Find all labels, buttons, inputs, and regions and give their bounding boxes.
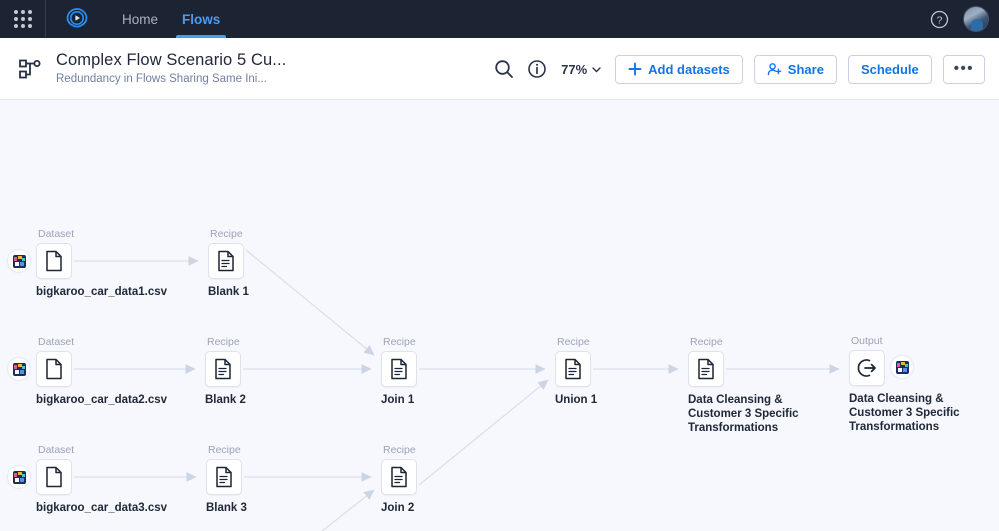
node-label: bigkaroo_car_data1.csv <box>36 286 168 298</box>
flow-toolbar: 77% Add datasets Share Schedule ••• <box>493 38 985 100</box>
nav-right-actions: ? <box>930 0 989 38</box>
flow-node-dataset-1[interactable]: Dataset bigkaroo_car_data1.csv <box>36 228 167 298</box>
connector-icon <box>895 360 909 374</box>
source-connector-badge[interactable] <box>8 358 30 380</box>
flow-node-dataset-2[interactable]: Dataset bigkaroo_car_data2.csv <box>36 336 167 406</box>
flow-node-recipe-blank-3[interactable]: Recipe Blank 3 <box>206 444 247 514</box>
flow-node-recipe-join-2[interactable]: Recipe Join 2 <box>381 444 417 514</box>
flow-title-bar: Complex Flow Scenario 5 Cu... Redundancy… <box>0 38 999 100</box>
add-datasets-label: Add datasets <box>648 61 730 77</box>
flow-node-recipe-join-1[interactable]: Recipe Join 1 <box>381 336 417 406</box>
node-label: Blank 1 <box>208 286 249 298</box>
connector-icon <box>12 362 26 376</box>
recipe-node-box[interactable] <box>208 243 244 279</box>
chevron-down-icon <box>592 66 601 72</box>
dataset-node-box[interactable] <box>36 351 72 387</box>
node-label: Blank 2 <box>205 394 246 406</box>
node-label: bigkaroo_car_data3.csv <box>36 502 168 514</box>
plus-icon <box>628 62 642 76</box>
recipe-file-icon <box>216 466 232 488</box>
node-type-label: Recipe <box>207 336 240 348</box>
recipe-file-icon <box>218 250 234 272</box>
flow-node-recipe-data-cleansing[interactable]: Recipe Data Cleansing & Customer 3 Speci… <box>688 336 799 434</box>
recipe-file-icon <box>565 358 581 380</box>
connector-icon <box>12 254 26 268</box>
zoom-level-value: 77% <box>561 61 588 77</box>
recipe-file-icon <box>391 358 407 380</box>
node-label: Blank 3 <box>206 502 247 514</box>
zoom-level-dropdown[interactable]: 77% <box>559 62 604 77</box>
schedule-button[interactable]: Schedule <box>847 54 932 84</box>
node-type-label: Dataset <box>38 228 75 240</box>
add-datasets-button[interactable]: Add datasets <box>615 54 743 84</box>
recipe-file-icon <box>698 358 714 380</box>
flow-title-block: Complex Flow Scenario 5 Cu... Redundancy… <box>56 50 286 87</box>
node-type-label: Recipe <box>383 444 416 456</box>
help-circle-icon[interactable]: ? <box>930 10 949 29</box>
flow-branch-icon <box>18 57 42 81</box>
node-type-label: Dataset <box>38 444 75 456</box>
source-connector-badge[interactable] <box>8 466 30 488</box>
recipe-file-icon <box>391 466 407 488</box>
tab-home[interactable]: Home <box>122 11 159 27</box>
dataset-node-box[interactable] <box>36 243 72 279</box>
page-subtitle[interactable]: Redundancy in Flows Sharing Same Ini... <box>56 73 267 85</box>
node-type-label: Recipe <box>383 336 416 348</box>
svg-text:?: ? <box>937 14 943 26</box>
node-type-label: Recipe <box>208 444 241 456</box>
output-arrow-icon <box>857 359 876 377</box>
recipe-node-box[interactable] <box>381 459 417 495</box>
recipe-node-box[interactable] <box>555 351 591 387</box>
node-label: Join 2 <box>381 502 415 514</box>
top-navigation-bar: Home Flows ? <box>0 0 999 38</box>
output-node-box[interactable] <box>849 350 885 386</box>
schedule-label: Schedule <box>860 61 919 77</box>
dataset-node-box[interactable] <box>36 459 72 495</box>
more-horizontal-icon: ••• <box>953 60 974 77</box>
product-logo-icon[interactable] <box>64 6 90 32</box>
more-options-button[interactable]: ••• <box>942 54 985 84</box>
app-launcher-button[interactable] <box>0 0 46 38</box>
info-circle-icon[interactable] <box>526 58 548 80</box>
flow-canvas[interactable]: Dataset bigkaroo_car_data1.csv Recipe Bl… <box>0 100 999 531</box>
node-label: bigkaroo_car_data2.csv <box>36 394 168 406</box>
node-label: Data Cleansing & Customer 3 Specific Tra… <box>688 394 799 434</box>
node-label: Join 1 <box>381 394 415 406</box>
node-type-label: Recipe <box>210 228 243 240</box>
recipe-node-box[interactable] <box>381 351 417 387</box>
share-button[interactable]: Share <box>753 54 837 84</box>
source-connector-badge[interactable] <box>891 356 913 378</box>
flow-edges <box>74 249 840 531</box>
node-type-label: Recipe <box>690 336 723 348</box>
flow-node-dataset-3[interactable]: Dataset bigkaroo_car_data3.csv <box>36 444 167 514</box>
source-connector-badge[interactable] <box>8 250 30 272</box>
recipe-file-icon <box>215 358 231 380</box>
recipe-node-box[interactable] <box>206 459 242 495</box>
flow-node-recipe-blank-2[interactable]: Recipe Blank 2 <box>205 336 246 406</box>
node-label: Union 1 <box>555 394 598 406</box>
flow-node-recipe-blank-1[interactable]: Recipe Blank 1 <box>208 228 249 298</box>
recipe-node-box[interactable] <box>205 351 241 387</box>
share-label: Share <box>787 61 824 77</box>
tab-flows[interactable]: Flows <box>170 0 232 38</box>
user-avatar[interactable] <box>963 6 989 32</box>
file-blank-icon <box>46 358 62 380</box>
file-blank-icon <box>46 466 62 488</box>
recipe-node-box[interactable] <box>688 351 724 387</box>
node-type-label: Recipe <box>557 336 590 348</box>
flow-node-recipe-union-1[interactable]: Recipe Union 1 <box>555 336 597 406</box>
nav-tabs: Home Flows <box>110 0 232 38</box>
node-label: Data Cleansing & Customer 3 Specific Tra… <box>849 393 960 433</box>
app-grid-icon <box>13 10 32 28</box>
file-blank-icon <box>46 250 62 272</box>
connector-icon <box>12 470 26 484</box>
add-person-icon <box>767 62 782 75</box>
flow-node-output[interactable]: Output Data Cleansing & Customer 3 Speci… <box>849 335 960 433</box>
page-title[interactable]: Complex Flow Scenario 5 Cu... <box>56 51 287 69</box>
search-icon[interactable] <box>493 58 515 80</box>
node-type-label: Dataset <box>38 336 75 348</box>
node-type-label: Output <box>851 335 883 347</box>
